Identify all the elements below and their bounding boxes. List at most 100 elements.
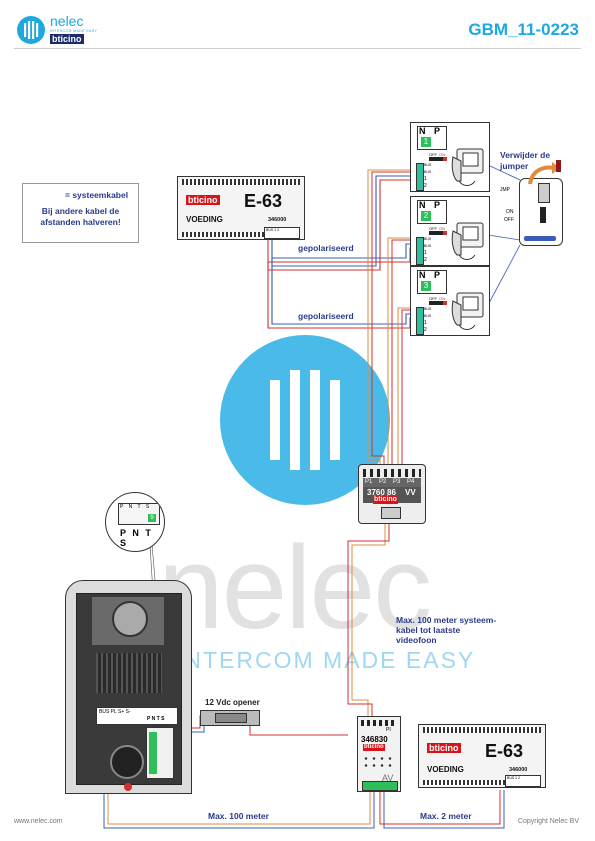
zoom-bottom-labels: P N T S xyxy=(120,528,153,548)
distributor-port-p3: P3 xyxy=(393,479,401,485)
footer-copyright: Copyright Nelec BV xyxy=(517,818,579,825)
psu-terminals: BUS 1 2 xyxy=(505,775,541,787)
status-led xyxy=(124,783,132,791)
terminal-strip-panel: BUS PL S+ S- P N T S xyxy=(96,707,178,725)
nelec-logo-icon xyxy=(17,16,45,44)
door-opener xyxy=(200,710,260,726)
psu-brand: bticino xyxy=(186,195,220,205)
terminal-label: 2 xyxy=(424,183,427,189)
interface-module: PI 346830 bticino AV xyxy=(357,716,401,792)
nelec-logo[interactable]: nelec INTERCOM MADE EASY bticino xyxy=(16,13,126,46)
switch-off-label: OFF xyxy=(429,226,437,231)
jumper-switch xyxy=(429,157,447,161)
terminal-label: BUS xyxy=(424,314,432,318)
dip-p-label: P xyxy=(434,126,441,136)
watermark-name: nelec xyxy=(158,522,432,654)
terminal-label: BUS xyxy=(424,237,432,241)
video-distributor: P1 P2 P3 P4 3760 86 VV bticino xyxy=(358,464,426,524)
watermark-logo-icon xyxy=(220,335,390,505)
distributor-port-p2: P2 xyxy=(379,479,387,485)
distributor-model: 3760 86 xyxy=(367,488,396,497)
dip-number: 2 xyxy=(421,211,431,221)
polarized-label-1: gepolariseerd xyxy=(298,243,354,253)
wiring-block-green xyxy=(149,732,157,774)
power-supply-bottom: bticino E-63 VOEDING 346000 BUS 1 2 xyxy=(418,724,546,788)
psu-terminals: BUS 1 2 xyxy=(264,227,300,239)
dip-n-label: N xyxy=(419,270,426,280)
jumper-jmp-label: JMP xyxy=(500,187,510,193)
terminal-strip xyxy=(416,163,424,191)
switch-on-label: ON xyxy=(439,296,445,301)
switch-on-label: ON xyxy=(439,226,445,231)
distributor-port-p1: P1 xyxy=(365,479,373,485)
panel-terminal-labels: BUS PL S+ S- xyxy=(99,709,131,715)
legend-note: Bij andere kabel de afstanden halveren! xyxy=(40,206,121,227)
dip-number: 3 xyxy=(421,281,431,291)
terminal-label: 1 xyxy=(424,250,427,256)
footer-website[interactable]: www.nelec.com xyxy=(14,818,63,825)
dip-frame xyxy=(417,270,447,294)
max-100-system-label: Max. 100 meter systeem-kabel tot laatste… xyxy=(396,615,497,645)
door-panel: BUS PL S+ S- P N T S xyxy=(65,580,192,794)
psu-part: 346000 xyxy=(268,217,287,223)
distributor-ports xyxy=(363,469,421,477)
handset-icon xyxy=(451,148,484,186)
wiring-block xyxy=(146,727,174,779)
terminal-label: 2 xyxy=(424,257,427,263)
jumper-switch xyxy=(429,301,447,305)
dip-number: 1 xyxy=(421,137,431,147)
terminal-block: BUS BUS 1 2 xyxy=(416,163,432,191)
terminal-strip xyxy=(416,307,424,335)
max-100-label: Max. 100 meter xyxy=(208,811,269,821)
switch-on-label: ON xyxy=(439,152,445,157)
terminal-label: 1 xyxy=(424,176,427,182)
psu-terminal-labels: BUS 1 2 xyxy=(507,776,521,780)
jumper-switch xyxy=(429,231,447,235)
watermark-tagline: INTERCOM MADE EASY xyxy=(176,647,476,673)
handset-icon xyxy=(451,292,484,330)
panel-pnts-labels: P N T S xyxy=(147,716,165,722)
psu-part: 346000 xyxy=(509,767,528,773)
logo-tagline: INTERCOM MADE EASY xyxy=(50,29,98,33)
dip-p-label: P xyxy=(434,270,441,280)
psu-name: VOEDING xyxy=(427,765,464,774)
switch-off-label: OFF xyxy=(429,152,437,157)
dip-frame xyxy=(417,200,447,224)
interface-model: 346830 xyxy=(361,735,388,744)
interface-port-strip xyxy=(361,720,395,726)
dip-n-label: N xyxy=(419,126,426,136)
legend-cable-label: = systeemkabel xyxy=(65,190,129,200)
push-button[interactable] xyxy=(110,745,144,779)
dip-n-label: N xyxy=(419,200,426,210)
dip-p-label: P xyxy=(434,200,441,210)
psu-vent-bottom xyxy=(423,780,505,785)
remove-arrow-icon xyxy=(528,160,561,185)
zoom-top-labels: P N T S xyxy=(120,504,152,510)
interface-brand: bticino xyxy=(363,744,385,751)
psu-terminal-labels: BUS 1 2 xyxy=(266,228,280,232)
terminal-label: BUS xyxy=(424,163,432,167)
legend-box: = systeemkabel Bij andere kabel de afsta… xyxy=(22,183,139,243)
camera-lens xyxy=(112,601,148,637)
terminal-label: 1 xyxy=(424,320,427,326)
interface-port-label: PI xyxy=(386,727,391,733)
psu-vent-top xyxy=(182,179,300,185)
speaker-grille xyxy=(96,653,162,693)
distributor-port-p4: P4 xyxy=(407,479,415,485)
distributor-brand: bticino xyxy=(373,496,398,504)
jumper-off-label: OFF xyxy=(504,217,514,223)
psu-model: E-63 xyxy=(244,191,283,211)
psu-brand: bticino xyxy=(427,743,461,753)
logo-name: nelec xyxy=(50,13,84,29)
jumper-switch-detail xyxy=(540,207,546,223)
document-code: GBM_11-0223 xyxy=(468,20,579,39)
terminal-block: BUS BUS 1 2 xyxy=(416,307,432,335)
opener-label: 12 Vdc opener xyxy=(205,698,260,707)
jumper-detail: JMP ON OFF xyxy=(500,178,563,246)
logo-brand: bticino xyxy=(50,34,84,44)
terminal-label: BUS xyxy=(424,244,432,248)
terminal-zoom-circle: P N T S 9 P N T S xyxy=(105,492,165,552)
psu-model: E-63 xyxy=(485,741,524,761)
zoom-number: 9 xyxy=(148,514,156,522)
power-supply-top: bticino E-63 VOEDING 346000 BUS 1 2 xyxy=(177,176,305,240)
